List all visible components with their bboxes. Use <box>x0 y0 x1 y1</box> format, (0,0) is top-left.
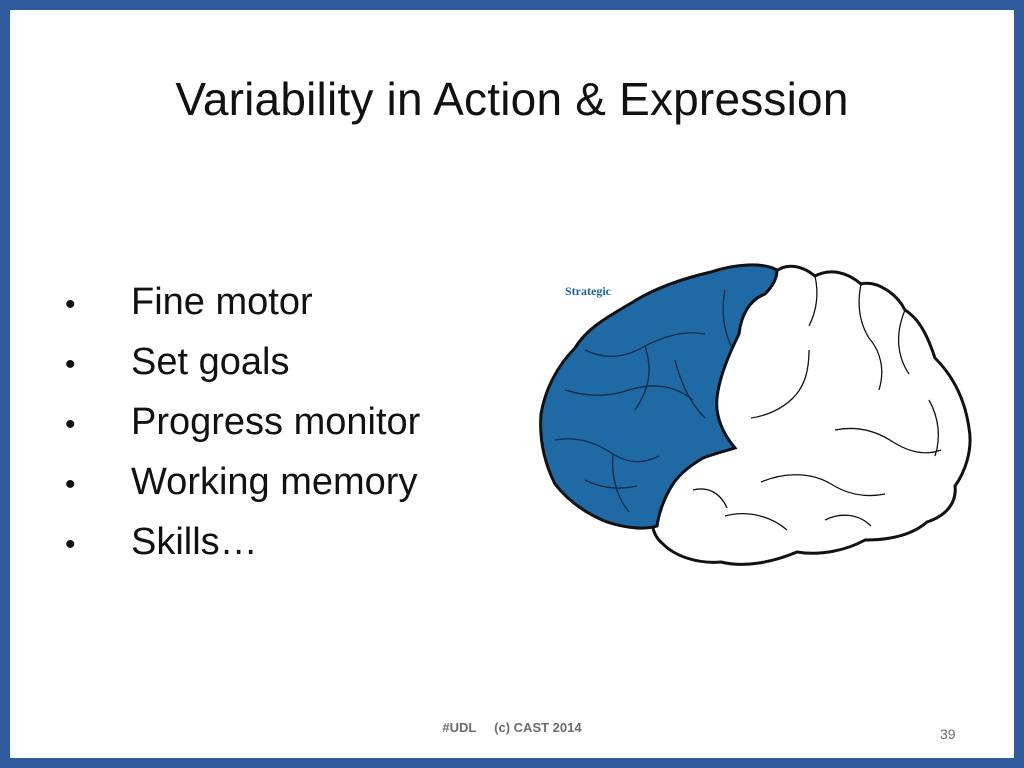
bullet-item: • Progress monitor <box>65 392 420 452</box>
slide-number: 39 <box>940 726 956 742</box>
brain-illustration: Strategic <box>539 263 972 566</box>
strategic-region <box>539 263 779 530</box>
bullet-text: Set goals <box>131 341 290 383</box>
footer: #UDL (c) CAST 2014 <box>10 720 1014 735</box>
bullet-item: • Working memory <box>65 452 420 512</box>
brain-label: Strategic <box>565 284 612 298</box>
footer-tag: #UDL <box>442 720 477 735</box>
footer-copyright: (c) CAST 2014 <box>494 720 582 735</box>
bullet-item: • Skills… <box>65 512 420 572</box>
bullet-icon: • <box>65 408 76 441</box>
slide: Variability in Action & Expression • Fine… <box>10 10 1014 758</box>
bullet-icon: • <box>65 348 76 381</box>
slide-title: Variability in Action & Expression <box>175 73 849 125</box>
bullet-icon: • <box>65 468 76 501</box>
bullet-icon: • <box>65 288 76 321</box>
brain-folds <box>692 275 942 531</box>
bullet-item: • Set goals <box>65 332 420 392</box>
bullet-text: Working memory <box>131 461 418 503</box>
bullet-list: • Fine motor • Set goals • Progress monitor… <box>65 272 420 572</box>
strategic-folds <box>554 289 732 513</box>
bullet-icon: • <box>65 528 76 561</box>
bullet-text: Progress monitor <box>131 401 421 443</box>
bullet-text: Fine motor <box>131 281 313 323</box>
bullet-text: Skills… <box>131 521 258 563</box>
bullet-item: • Fine motor <box>65 272 420 332</box>
